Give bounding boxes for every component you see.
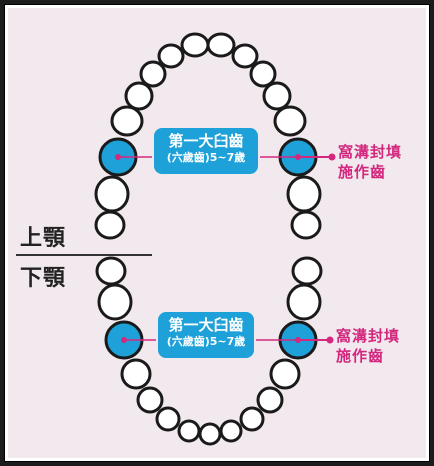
- lower-badge-title: 第一大臼齒: [168, 316, 244, 334]
- tooth: [273, 105, 307, 137]
- upper-note-line2: 施作齒: [338, 163, 387, 181]
- diagram-panel: 第一大臼齒 (六歲齒)5~7歲 第一大臼齒 (六歲齒)5~7歲 窩溝封填 施作齒…: [4, 4, 430, 462]
- tooth: [286, 175, 322, 213]
- lower-note-line2: 施作齒: [336, 347, 385, 365]
- tooth: [269, 358, 301, 390]
- tooth: [97, 283, 133, 321]
- jaw-divider: [16, 254, 152, 256]
- upper-jaw-label: 上顎: [20, 226, 67, 251]
- upper-molar-badge: 第一大臼齒 (六歲齒)5~7歲: [154, 128, 258, 174]
- tooth: [120, 358, 152, 390]
- tooth: [94, 210, 126, 240]
- lower-badge-subtitle: (六歲齒)5~7歲: [166, 335, 246, 348]
- upper-badge-subtitle: (六歲齒)5~7歲: [166, 151, 246, 164]
- note-pointers: [298, 156, 332, 341]
- tooth: [155, 406, 181, 432]
- tooth: [256, 386, 284, 414]
- upper-note-line1: 窩溝封填: [338, 143, 403, 161]
- tooth: [249, 60, 277, 88]
- tooth: [110, 105, 144, 137]
- tooth: [231, 43, 259, 69]
- lower-sealant-note: 窩溝封填 施作齒: [336, 326, 400, 366]
- tooth: [177, 419, 201, 443]
- tooth: [286, 283, 322, 321]
- tooth: [95, 256, 127, 286]
- upper-sealant-note: 窩溝封填 施作齒: [338, 142, 402, 182]
- lower-note-line1: 窩溝封填: [336, 327, 401, 345]
- tooth: [262, 81, 292, 111]
- badge-connectors: [118, 156, 298, 341]
- tooth: [136, 386, 164, 414]
- tooth: [291, 256, 323, 286]
- upper-badge-title: 第一大臼齒: [168, 132, 244, 150]
- tooth: [290, 210, 322, 240]
- tooth: [219, 419, 243, 443]
- dental-arch-diagram: [94, 32, 336, 446]
- lower-molar-badge: 第一大臼齒 (六歲齒)5~7歲: [158, 312, 254, 358]
- tooth: [180, 32, 210, 58]
- tooth: [139, 60, 167, 88]
- tooth: [239, 406, 265, 432]
- tooth: [198, 422, 222, 446]
- note-pointer-dots: [326, 153, 336, 344]
- tooth: [157, 43, 185, 69]
- lower-jaw-label: 下顎: [20, 266, 67, 291]
- tooth: [94, 175, 130, 213]
- tooth: [206, 32, 236, 58]
- tooth: [124, 81, 154, 111]
